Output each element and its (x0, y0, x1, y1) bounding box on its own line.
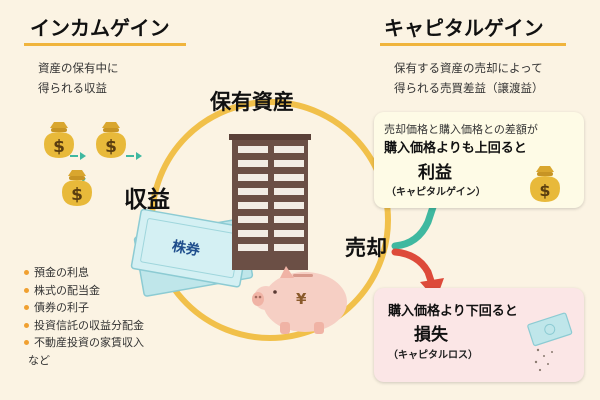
money-bag-label-gain: $ (539, 181, 551, 200)
flying-money-icon (527, 312, 573, 372)
money-bag-icon-2 (96, 122, 126, 158)
income-description-line-1: 資産の保有中に (38, 61, 119, 75)
bullet-icon (24, 322, 29, 328)
list-item: 債券の利子 (24, 299, 144, 317)
bullet-icon (24, 305, 29, 310)
bullet-icon (24, 270, 29, 275)
capital-loss-box: 購入価格より下回ると 損失 （キャピタルロス） (374, 288, 584, 382)
loss-subtitle: （キャピタルロス） (388, 350, 478, 361)
money-bag-label-3: $ (71, 185, 83, 205)
capital-description-line-2: 得られる売買差益（譲渡益） (394, 81, 544, 95)
money-bag-icon-3 (62, 170, 92, 206)
list-item-label: 株式の配当金 (34, 283, 100, 297)
loss-condition-line-1: 購入価格より下回ると (388, 304, 518, 319)
held-assets-title: 保有資産 (210, 90, 294, 114)
list-item: 不動産投資の家賃収入 (24, 334, 144, 352)
list-item-tail: など (28, 353, 50, 367)
piggy-bank-icon (252, 266, 347, 334)
income-title-underline (24, 43, 186, 46)
list-item: 株式の配当金 (24, 282, 144, 300)
bullet-icon (24, 287, 29, 293)
income-description-line-2: 得られる収益 (38, 81, 107, 95)
money-bag-icon-1 (44, 122, 74, 158)
income-gain-title: インカムゲイン (30, 16, 170, 40)
list-item-label: 債券の利子 (34, 301, 89, 314)
bullet-icon (24, 340, 29, 345)
gain-title: 利益 (418, 163, 452, 183)
list-item: 投資信託の収益分配金 (24, 317, 144, 335)
gain-subtitle: （キャピタルゲイン） (386, 187, 486, 198)
building-icon (229, 134, 311, 270)
income-examples-list: 預金の利息 株式の配当金 債券の利子 投資信託の収益分配金 不動産投資の家賃収入… (24, 264, 144, 369)
gain-condition-line-2: 購入価格よりも上回ると (384, 141, 527, 156)
list-item: 預金の利息 (24, 264, 144, 282)
list-item-label: 投資信託の収益分配金 (34, 318, 144, 332)
flow-arrow-1-head (80, 152, 86, 160)
list-item-label: 不動産投資の家賃収入 (34, 336, 144, 349)
flow-arrow-2-head (136, 152, 142, 160)
capital-gain-box: 売却価格と購入価格との差額が 購入価格よりも上回ると 利益 （キャピタルゲイン）… (374, 112, 584, 208)
money-bag-label-1: $ (53, 137, 65, 157)
income-label: 収益 (124, 187, 170, 213)
capital-description: 保有する資産の売却によって 得られる売買差益（譲渡益） (394, 58, 544, 98)
gain-condition-line-1: 売却価格と購入価格との差額が (384, 123, 538, 136)
capital-gain-title: キャピタルゲイン (384, 16, 544, 40)
money-bag-icon-gain (530, 166, 560, 202)
capital-description-line-1: 保有する資産の売却によって (394, 61, 543, 75)
sell-label: 売却 (345, 236, 387, 260)
yen-sign: ¥ (296, 290, 307, 308)
capital-title-underline (380, 43, 566, 46)
list-item-label: 預金の利息 (34, 266, 89, 279)
loss-title: 損失 (414, 325, 448, 345)
money-bag-label-2: $ (105, 137, 117, 157)
income-description: 資産の保有中に 得られる収益 (38, 58, 119, 98)
